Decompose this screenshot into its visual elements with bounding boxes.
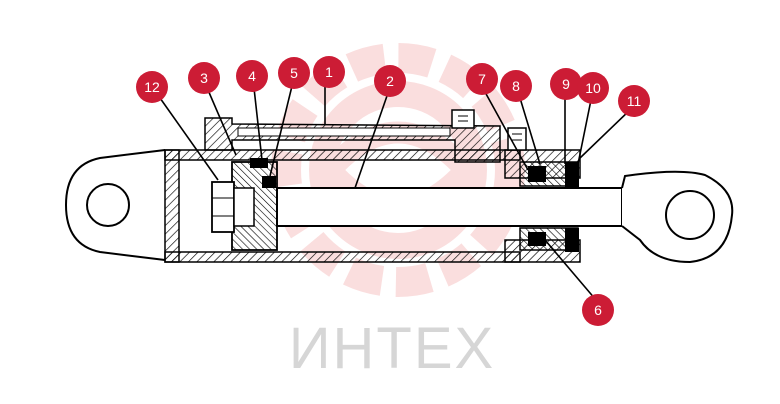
- marker-9: 9: [550, 68, 582, 100]
- marker-label: 7: [478, 71, 486, 87]
- marker-4: 4: [236, 60, 268, 92]
- marker-12: 12: [136, 71, 168, 103]
- marker-11: 11: [618, 85, 650, 117]
- oil-line-tube: [204, 109, 527, 163]
- marker-label: 8: [512, 78, 520, 94]
- marker-6: 6: [582, 294, 614, 326]
- watermark-text: ИНТЕХ: [289, 316, 495, 381]
- marker-3: 3: [188, 62, 220, 94]
- marker-label: 9: [562, 76, 570, 92]
- leader-lines: [159, 84, 633, 301]
- marker-label: 10: [585, 80, 601, 96]
- marker-label: 6: [594, 302, 602, 318]
- marker-label: 11: [627, 93, 642, 109]
- marker-label: 12: [144, 79, 160, 95]
- marker-2: 2: [374, 65, 406, 97]
- marker-label: 5: [290, 65, 298, 81]
- part-markers: 12 3 4 5 1 2 7 8: [136, 56, 650, 326]
- marker-label: 3: [200, 70, 208, 86]
- left-eye-mount: [64, 149, 166, 261]
- piston-rod: [276, 187, 623, 227]
- rod-seals: [519, 161, 579, 252]
- marker-label: 4: [248, 68, 256, 84]
- right-eye-mount: [621, 170, 734, 264]
- marker-8: 8: [500, 70, 532, 102]
- marker-7: 7: [466, 63, 498, 95]
- marker-10: 10: [577, 72, 609, 104]
- piston: [211, 158, 278, 251]
- marker-label: 2: [386, 73, 394, 89]
- marker-label: 1: [325, 64, 333, 80]
- marker-1: 1: [313, 56, 345, 88]
- marker-5: 5: [278, 57, 310, 89]
